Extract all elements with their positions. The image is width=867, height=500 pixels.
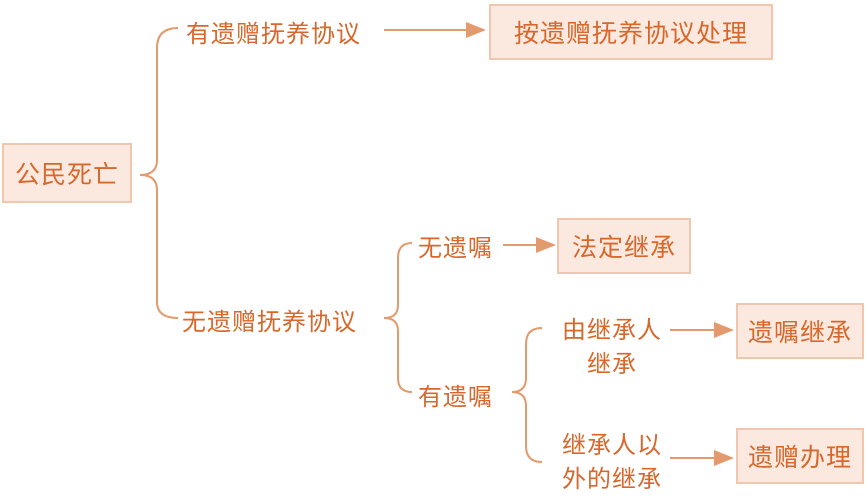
root-label: 公民死亡 [14, 160, 119, 189]
will-inheritance-label: 遗嘱继承 [747, 318, 852, 347]
will-inheritance-node: 遗嘱继承 [736, 303, 864, 359]
statutory-inheritance-node: 法定继承 [557, 218, 691, 274]
statutory-inheritance-label: 法定继承 [571, 233, 676, 262]
non-heir-inherits-line2: 外的继承 [562, 465, 662, 493]
root-brace [139, 27, 179, 319]
no-will-label: 无遗嘱 [418, 234, 493, 262]
no-agreement-label: 无遗赠抚养协议 [182, 308, 357, 336]
has-will-label: 有遗嘱 [418, 383, 493, 411]
agreement-result-label: 按遗赠抚养协议处理 [513, 19, 748, 48]
bequest-handling-label: 遗赠办理 [747, 443, 852, 472]
non-heir-inherits-line1: 继承人以 [562, 431, 662, 459]
non-heir-inherits-label: 继承人以 外的继承 [550, 428, 674, 496]
has-agreement-label: 有遗赠抚养协议 [186, 20, 361, 48]
heir-inherits-line1: 由继承人 [562, 316, 662, 344]
has-will-brace [511, 327, 543, 463]
heir-inherits-label: 由继承人 继承 [552, 313, 672, 381]
agreement-result-node: 按遗赠抚养协议处理 [489, 4, 773, 60]
heir-inherits-line2: 继承 [587, 350, 637, 378]
no-agreement-brace [383, 242, 413, 393]
root-node: 公民死亡 [2, 143, 132, 203]
bequest-handling-node: 遗赠办理 [736, 428, 864, 484]
